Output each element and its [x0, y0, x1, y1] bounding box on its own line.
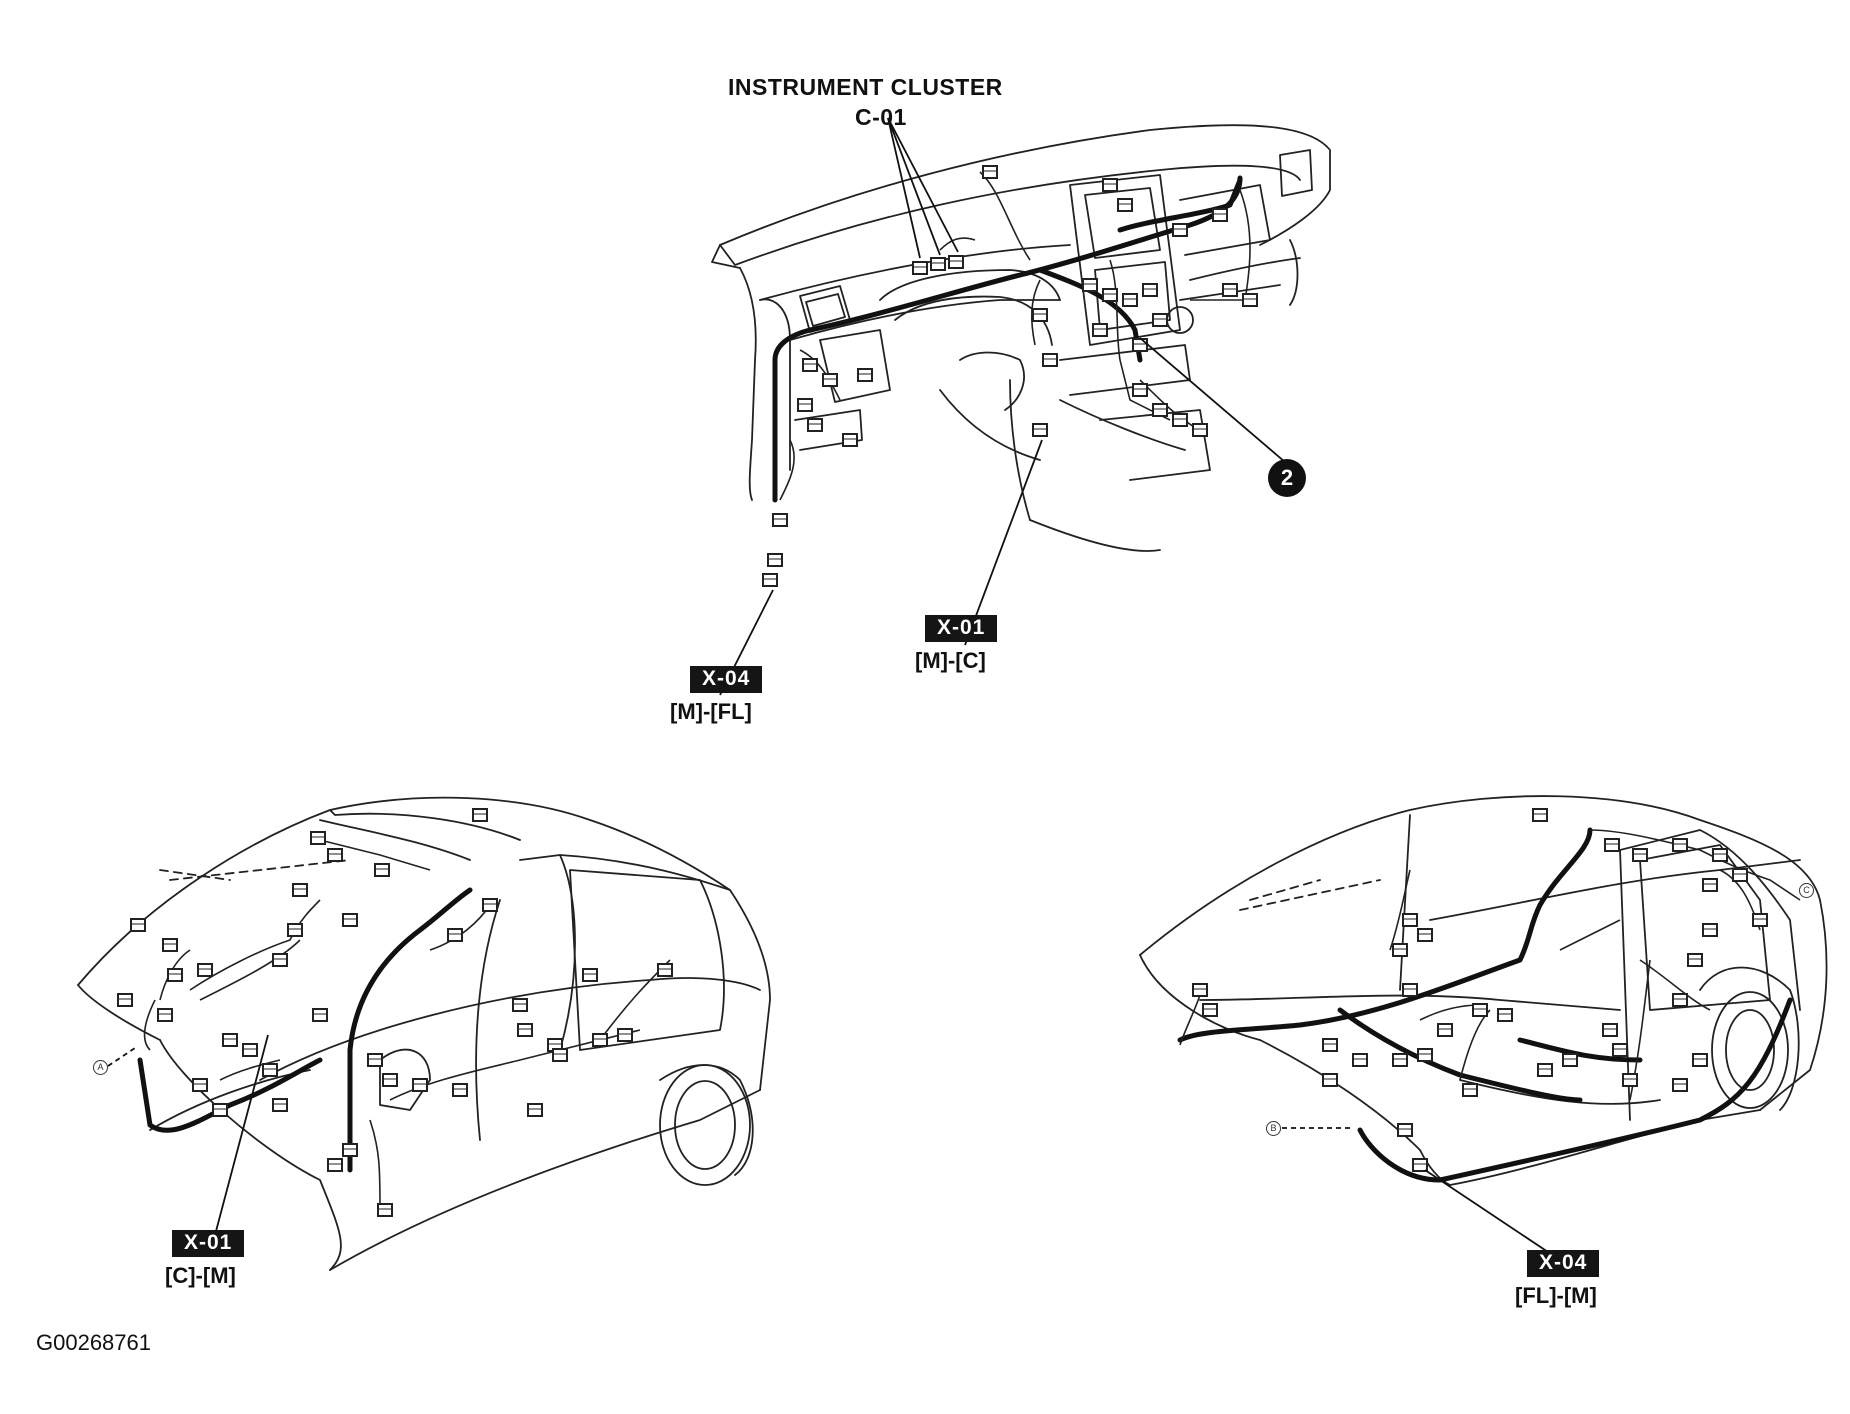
- figure-id: G00268761: [36, 1330, 151, 1355]
- marker-a: A: [93, 1060, 108, 1075]
- connector-tag-front-car: X-04: [1527, 1250, 1600, 1277]
- connector-tag-rear-car: X-01: [172, 1230, 245, 1257]
- dashboard-harness: [772, 175, 1243, 503]
- connector-tag-dash-center: X-01: [925, 615, 998, 642]
- connector-code-dash-left: [M]-[FL]: [670, 699, 752, 724]
- marker-c: C: [1799, 883, 1814, 898]
- front-car-illustration: [1139, 795, 1828, 1186]
- rear-car-harness: [137, 887, 473, 1173]
- instrument-cluster-code: C-01: [855, 104, 907, 130]
- connector-code-rear-car: [C]-[M]: [165, 1263, 236, 1288]
- dashboard-leader-lines: [719, 117, 1286, 696]
- connector-code-dash-center: [M]-[C]: [915, 648, 986, 673]
- callout-number-circle: 2: [1268, 459, 1306, 497]
- rear-car-leader-lines: [107, 1034, 269, 1236]
- rear-car-illustration: [77, 796, 771, 1271]
- dashboard-illustration: [711, 124, 1331, 552]
- connector-tag-dash-left: X-04: [690, 666, 763, 693]
- front-car-leader-lines: [1282, 1127, 1561, 1261]
- connector-code-front-car: [FL]-[M]: [1515, 1283, 1597, 1308]
- front-car-harness: [1177, 827, 1793, 1183]
- marker-b: B: [1266, 1121, 1281, 1136]
- instrument-cluster-title: INSTRUMENT CLUSTER: [728, 74, 1003, 100]
